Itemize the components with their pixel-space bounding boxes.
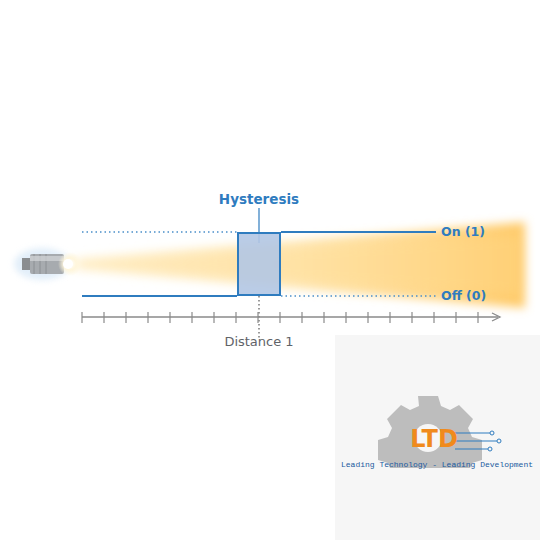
off-level-line	[82, 295, 237, 297]
axis-tick	[257, 312, 258, 323]
circuit-pad	[490, 431, 494, 435]
hysteresis-band: Hysteresis	[237, 232, 281, 296]
distance-label: Distance 1	[224, 334, 293, 350]
state-label: Off (0)	[441, 288, 486, 303]
circuit-trace	[455, 448, 488, 449]
distance-axis	[82, 312, 500, 323]
light-beam	[70, 222, 525, 308]
band-heading: Hysteresis	[219, 191, 299, 207]
circuit-pad	[497, 439, 501, 443]
ltd-logo	[378, 396, 501, 468]
gear-symbol	[378, 396, 482, 468]
axis-tick	[81, 312, 82, 323]
axis-tick	[367, 312, 368, 323]
logo-background	[335, 335, 540, 540]
axis-tick	[455, 312, 456, 323]
axis-tick	[147, 312, 148, 323]
axis-line	[82, 316, 498, 317]
axis-arrow	[492, 313, 500, 321]
axis-tick	[323, 312, 324, 323]
axis-tick	[345, 312, 346, 323]
axis-tick	[279, 312, 280, 323]
sensor-emitter	[58, 252, 82, 276]
sensor-lens	[63, 259, 73, 269]
axis-tick	[103, 312, 104, 323]
off-level-dotted	[281, 295, 436, 297]
beam-core	[80, 236, 520, 294]
axis-tick	[477, 312, 478, 323]
state-label: On (1)	[441, 224, 485, 239]
logo-mark: LTD	[410, 425, 458, 454]
circuit-pad	[488, 447, 492, 451]
circuit-trace	[455, 432, 490, 433]
axis-tick	[125, 312, 126, 323]
axis-tick	[301, 312, 302, 323]
axis-tick	[191, 312, 192, 323]
axis-tick	[389, 312, 390, 323]
circuit-trace	[455, 440, 497, 441]
axis-tick	[235, 312, 236, 323]
logo-slogan: Leading Technology - Leading Development	[341, 460, 533, 470]
axis-tick	[213, 312, 214, 323]
axis-tick	[411, 312, 412, 323]
on-level-line	[281, 231, 436, 233]
on-level-dotted	[82, 231, 237, 233]
axis-tick	[433, 312, 434, 323]
axis-tick	[169, 312, 170, 323]
